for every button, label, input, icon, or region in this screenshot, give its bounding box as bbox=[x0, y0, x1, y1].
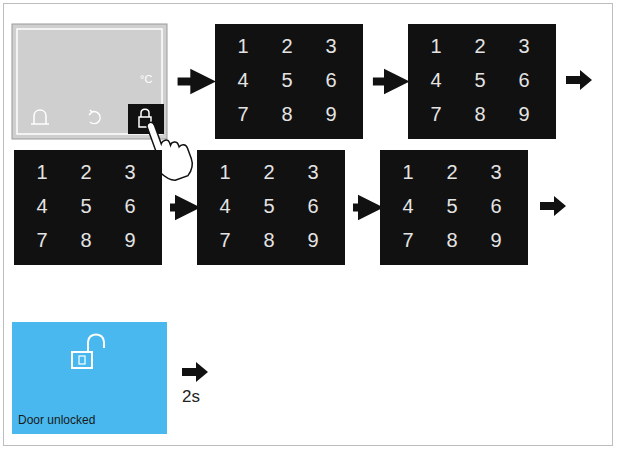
keypad-digit: 8 bbox=[474, 104, 485, 124]
keypad-digit: 8 bbox=[80, 230, 91, 250]
keypad-digit: 5 bbox=[446, 196, 457, 216]
keypad-digit: 9 bbox=[124, 230, 135, 250]
duration-label: 2s bbox=[182, 387, 200, 407]
keypad-digit: 1 bbox=[402, 162, 413, 182]
keypad-digit: 7 bbox=[237, 104, 248, 124]
keypad-digit: 3 bbox=[490, 162, 501, 182]
keypad-digit: 8 bbox=[281, 104, 292, 124]
keypad-digit: 6 bbox=[490, 196, 501, 216]
flow-arrow bbox=[170, 204, 180, 212]
keypad-digit: 1 bbox=[430, 36, 441, 56]
keypad-digit: 4 bbox=[402, 196, 413, 216]
flow-arrow bbox=[540, 196, 566, 216]
temperature-unit: °C bbox=[140, 74, 152, 85]
rotate-icon bbox=[89, 110, 100, 124]
keypad-digit: 2 bbox=[446, 162, 457, 182]
keypad-digit: 7 bbox=[36, 230, 47, 250]
keypad-digit: 5 bbox=[263, 196, 274, 216]
keypad-digit: 4 bbox=[430, 70, 441, 90]
keypad-digit: 5 bbox=[80, 196, 91, 216]
alarm-icon bbox=[31, 110, 49, 124]
flow-arrow bbox=[566, 70, 592, 90]
keypad-digit: 8 bbox=[263, 230, 274, 250]
keypad-digit: 1 bbox=[219, 162, 230, 182]
flow-arrow bbox=[353, 204, 363, 212]
keypad-digit: 6 bbox=[124, 196, 135, 216]
status-screen: Door unlocked bbox=[12, 322, 167, 434]
keypad-digit: 2 bbox=[80, 162, 91, 182]
keypad-digit: 5 bbox=[474, 70, 485, 90]
keypad-digit: 3 bbox=[124, 162, 135, 182]
keypad-digit: 2 bbox=[474, 36, 485, 56]
keypad-screen: 1 2 3 4 5 6 7 8 9 bbox=[197, 150, 345, 265]
keypad-digit: 4 bbox=[36, 196, 47, 216]
display-screen: °C bbox=[12, 24, 167, 139]
keypad-digit: 9 bbox=[307, 230, 318, 250]
keypad-digit: 7 bbox=[219, 230, 230, 250]
lock-button bbox=[128, 104, 164, 134]
keypad-digit: 6 bbox=[325, 70, 336, 90]
keypad-screen: 1 2 3 4 5 6 7 8 9 bbox=[215, 24, 363, 139]
padlock-keyhole bbox=[79, 356, 85, 364]
keypad-digit: 8 bbox=[446, 230, 457, 250]
keypad-screen: 1 2 3 4 5 6 7 8 9 bbox=[408, 24, 556, 139]
keypad-screen: 1 2 3 4 5 6 7 8 9 bbox=[380, 150, 528, 265]
flow-arrow bbox=[373, 78, 389, 86]
keypad-digit: 7 bbox=[430, 104, 441, 124]
padlock-shackle bbox=[88, 335, 104, 353]
keypad-digit: 9 bbox=[490, 230, 501, 250]
keypad-digit: 6 bbox=[307, 196, 318, 216]
keypad-digit: 3 bbox=[325, 36, 336, 56]
keypad-digit: 7 bbox=[402, 230, 413, 250]
padlock-body bbox=[72, 352, 92, 368]
flow-arrow bbox=[178, 78, 196, 86]
unlock-icon bbox=[12, 322, 167, 382]
keypad-digit: 1 bbox=[237, 36, 248, 56]
keypad-digit: 2 bbox=[281, 36, 292, 56]
keypad-digit: 6 bbox=[518, 70, 529, 90]
keypad-digit: 9 bbox=[518, 104, 529, 124]
keypad-digit: 4 bbox=[237, 70, 248, 90]
keypad-digit: 2 bbox=[263, 162, 274, 182]
keypad-digit: 1 bbox=[36, 162, 47, 182]
lock-icon bbox=[141, 109, 149, 117]
keypad-screen: 1 2 3 4 5 6 7 8 9 bbox=[14, 150, 162, 265]
keypad-digit: 5 bbox=[281, 70, 292, 90]
flow-arrow bbox=[182, 362, 208, 382]
keypad-digit: 3 bbox=[307, 162, 318, 182]
display-panel bbox=[12, 24, 167, 139]
keypad-digit: 3 bbox=[518, 36, 529, 56]
status-text: Door unlocked bbox=[18, 414, 95, 426]
keypad-digit: 9 bbox=[325, 104, 336, 124]
keypad-digit: 4 bbox=[219, 196, 230, 216]
